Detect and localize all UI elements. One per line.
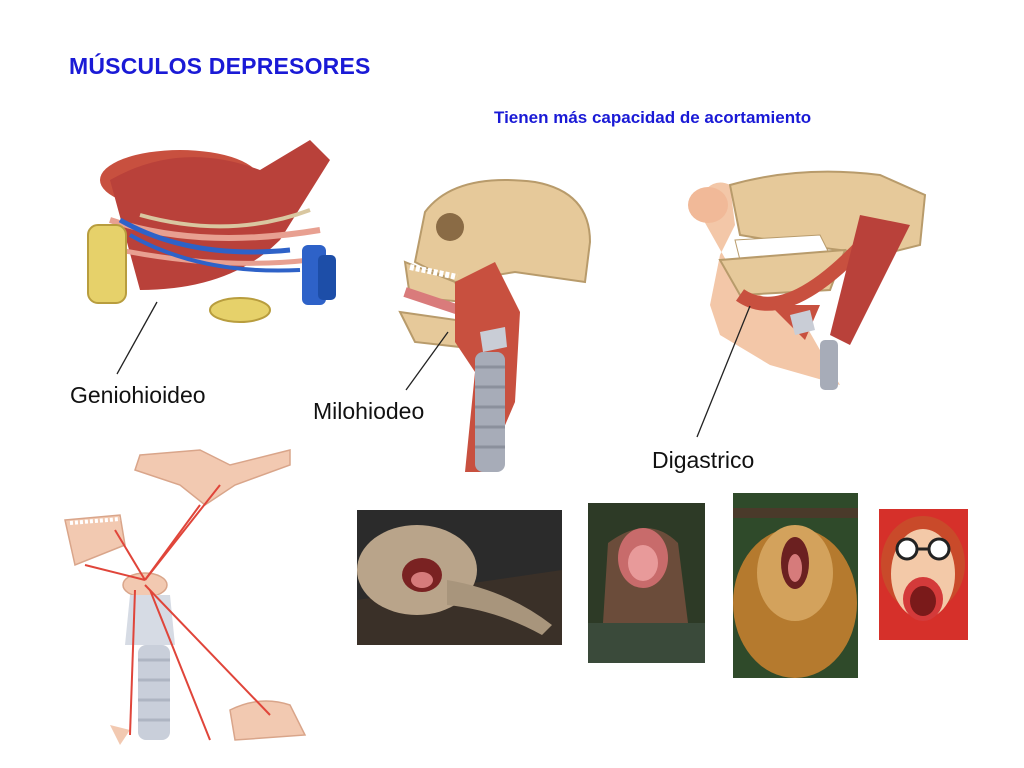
geniohyoid-illustration xyxy=(80,120,360,330)
label-geniohioideo: Geniohioideo xyxy=(70,382,206,408)
lion-roaring-photo xyxy=(733,493,858,678)
slide-title: MÚSCULOS DEPRESORES xyxy=(69,53,371,79)
woman-open-mouth-photo xyxy=(879,509,968,640)
mylohyoid-illustration xyxy=(395,172,595,472)
hippo-yawning-photo xyxy=(588,503,705,663)
slide-subtitle: Tienen más capacidad de acortamiento xyxy=(494,108,812,127)
label-digastrico: Digastrico xyxy=(652,447,755,473)
digastric-illustration xyxy=(680,165,930,395)
cat-yawning-photo xyxy=(357,510,562,645)
hyoid-diagram xyxy=(60,445,330,745)
label-milohiodeo: Milohiodeo xyxy=(313,398,425,424)
